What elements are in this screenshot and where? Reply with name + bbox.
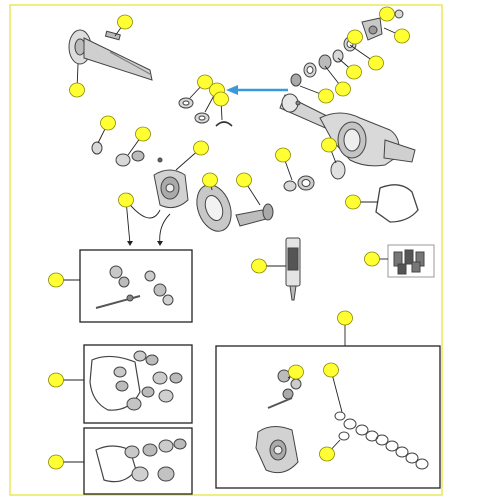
callout-lsd-spring[interactable] [319,446,335,462]
callout-diff-case-assembly[interactable] [118,192,134,208]
leader-arrowhead [127,241,133,246]
callout-pinion-seal[interactable] [346,64,362,80]
callout-spider-kit[interactable] [48,272,64,288]
callout-vent[interactable] [379,6,395,22]
callout-axle-shaft[interactable] [69,82,85,98]
bearing-kit-icon [95,438,187,483]
axle-housing-icon [279,93,416,167]
sealant-tube-icon [285,237,301,301]
inset-box-gasket-seal-kit [83,344,193,424]
ring-pinion-icon [196,184,274,232]
pinion-bearing-icon [91,97,346,192]
leader-arrowhead [157,241,163,246]
differential-case-icon [153,157,189,209]
callout-cover-gasket[interactable] [345,194,361,210]
inset-box-spider-gears [79,249,193,323]
callout-axle-bearing[interactable] [197,74,213,90]
callout-side-bearing-left[interactable] [100,115,116,131]
callout-seal-kit[interactable] [48,372,64,388]
callout-c-clip[interactable] [213,91,229,107]
seal-kit-icon [89,350,183,411]
callout-lsd-case[interactable] [288,364,304,380]
callout-bearing-kit[interactable] [48,454,64,470]
pointer-arrow-icon [226,85,288,95]
callout-lsd-clutches[interactable] [323,362,339,378]
callout-ring-gear[interactable] [202,172,218,188]
callout-diff-case[interactable] [193,140,209,156]
callout-slinger[interactable] [318,88,334,104]
spider-gears-icon [95,265,174,309]
axle-shaft-icon [68,29,153,81]
callout-side-bearing-race[interactable] [135,126,151,142]
callout-ring-bolts[interactable] [364,251,380,267]
callout-crush-sleeve[interactable] [321,137,337,153]
callout-markers[interactable] [48,6,410,470]
callout-sealant[interactable] [251,258,267,274]
callout-pinion-nut[interactable] [394,28,410,44]
bolt-set-icon [387,244,435,278]
outer-frame [9,4,443,496]
cover-gasket-icon [375,184,419,223]
callout-lsd-kit[interactable] [337,310,353,326]
inset-box-limited-slip-kit [215,345,441,489]
callout-pinion-bearing-outer[interactable] [335,81,351,97]
callout-pinion-gear[interactable] [236,172,252,188]
clutch-pack-icon [255,369,429,474]
callout-inner-pinion-bearing[interactable] [275,147,291,163]
callout-axle-key[interactable] [117,14,133,30]
inset-box-bearing-kit [83,427,193,495]
callout-yoke[interactable] [368,55,384,71]
callout-pinion-race[interactable] [347,29,363,45]
